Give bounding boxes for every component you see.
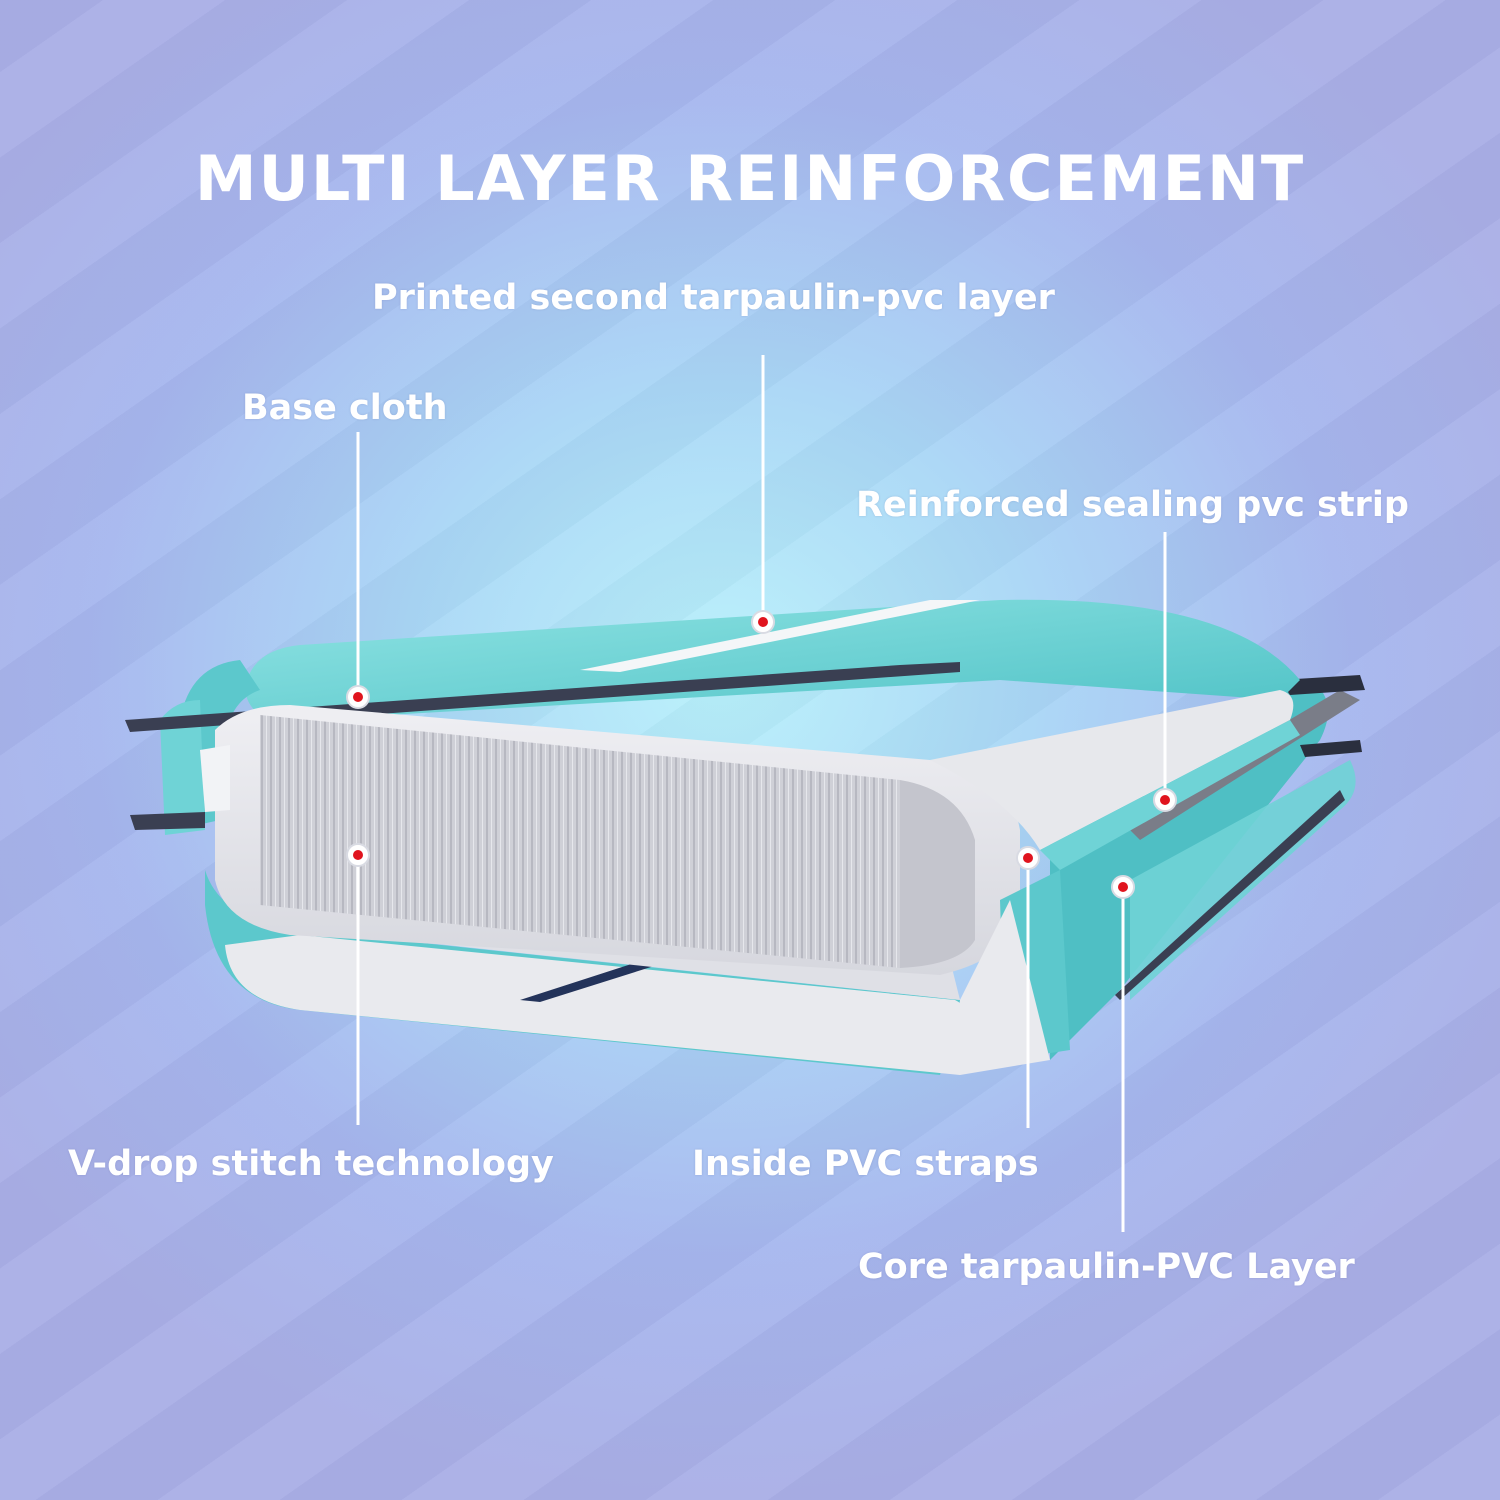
top-teal-layer [160,599,1300,835]
label-core-layer: Core tarpaulin-PVC Layer [858,1247,1355,1287]
core-body [200,705,1020,975]
marker-core-layer [1111,875,1135,899]
marker-inside-straps [1016,846,1040,870]
right-side-layers [1050,675,1365,1060]
markers [346,610,1177,899]
marker-printed-layer [751,610,775,634]
base-cloth-strip-lower [130,812,205,830]
label-v-drop-stitch: V-drop stitch technology [68,1144,554,1184]
marker-base-cloth [346,685,370,709]
label-printed-second-layer: Printed second tarpaulin-pvc layer [372,278,1055,318]
marker-sealing-strip [1153,788,1177,812]
label-base-cloth: Base cloth [242,388,448,428]
page-title: MULTI LAYER REINFORCEMENT [194,142,1306,215]
label-inside-pvc-straps: Inside PVC straps [692,1144,1039,1184]
leader-lines [356,355,1167,1232]
label-reinforced-sealing-strip: Reinforced sealing pvc strip [856,485,1409,525]
marker-v-drop [346,843,370,867]
